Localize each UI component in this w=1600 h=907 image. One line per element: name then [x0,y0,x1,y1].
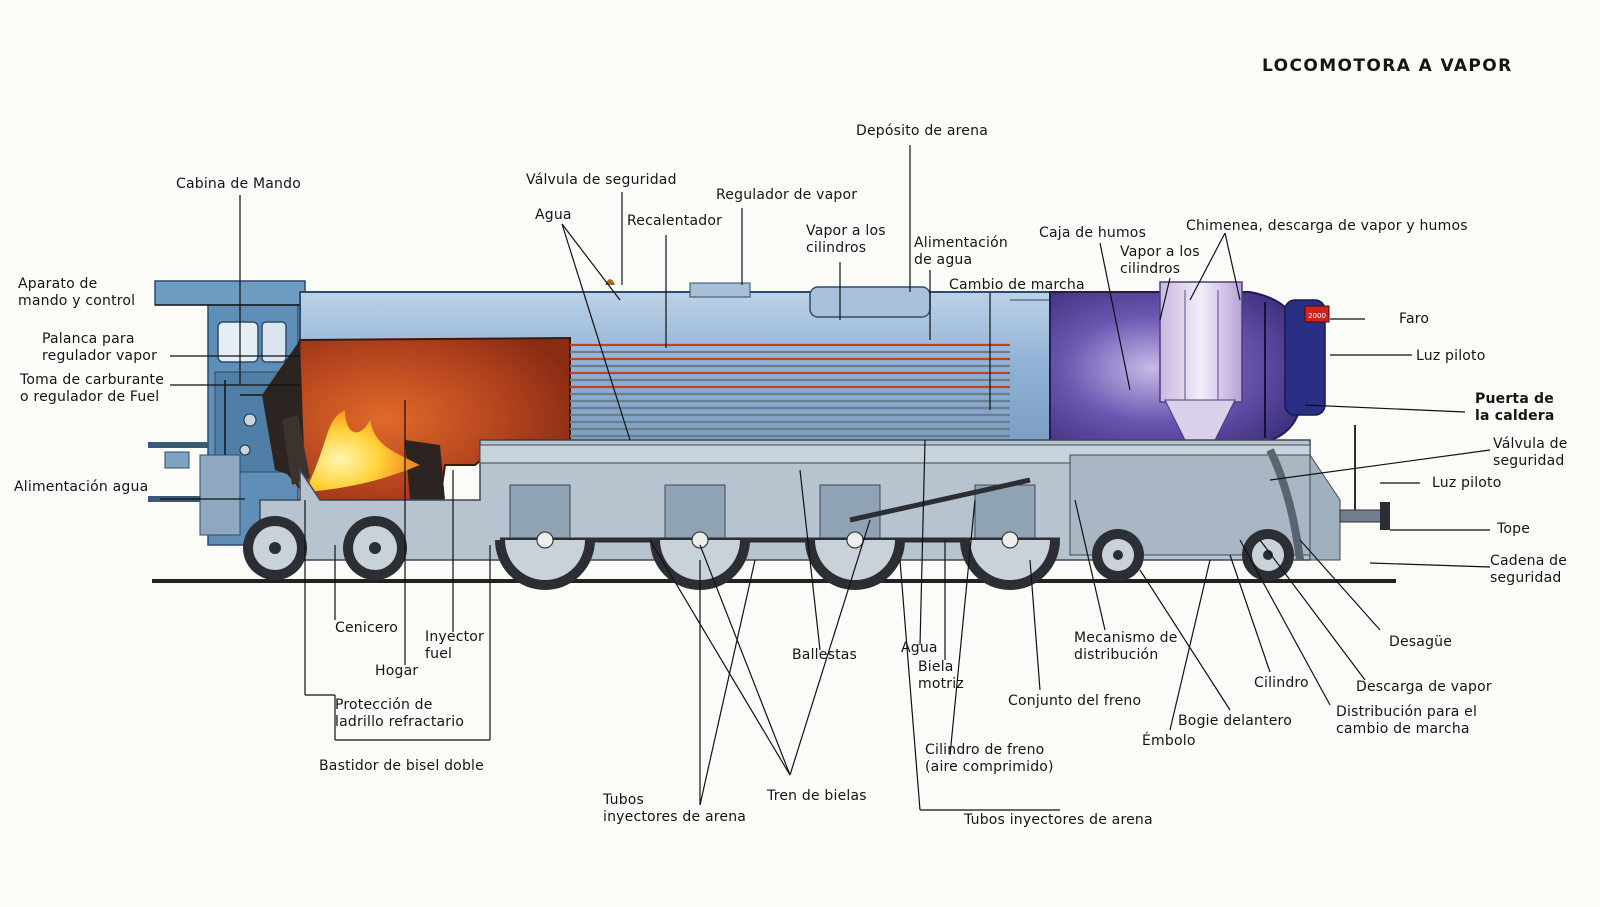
driving-wheel [960,540,1060,590]
label-bastidor: Bastidor de bisel doble [319,758,484,774]
label-desague: Desagüe [1389,634,1453,650]
label-deposito: Depósito de arena [856,123,988,139]
label-cilindro: Cilindro [1254,675,1309,691]
leader-lines [155,145,1491,811]
label-faro: Faro [1399,311,1430,327]
label-chimenea: Chimenea, descarga de vapor y humos [1186,218,1468,234]
label-luz-piloto-1: Luz piloto [1416,348,1486,364]
label-vapor-cil-1: Vapor a los cilindros [806,223,886,256]
firebox [262,336,571,501]
crank-pin [536,531,1019,549]
label-tren: Tren de bielas [767,788,867,804]
headlight-number: 2000 [1308,312,1326,320]
trailing-wheel [243,516,307,580]
wheels [243,516,1294,590]
flue-tubes [570,343,1010,438]
diagram-title: LOCOMOTORA A VAPOR [1262,56,1513,76]
label-tubos-right: Tubos inyectores de arena [964,812,1153,828]
label-cil-freno: Cilindro de freno (aire comprimido) [925,742,1054,775]
label-aparato: Aparato de mando y control [18,276,136,309]
label-caja: Caja de humos [1039,225,1147,241]
label-ballestas: Ballestas [792,647,858,663]
cab-window [217,321,259,363]
label-agua-bottom: Agua [901,640,938,656]
label-luz-piloto-2: Luz piloto [1432,475,1502,491]
label-inyector: Inyector fuel [425,629,485,662]
label-hogar: Hogar [375,663,419,679]
label-toma: Toma de carburante o regulador de Fuel [20,372,165,405]
label-valvula-seg-right: Válvula de seguridad [1493,436,1568,469]
label-palanca: Palanca para regulador vapor [42,331,158,364]
driving-wheel [805,540,905,590]
label-cenicero: Cenicero [335,620,399,636]
label-embolo: Émbolo [1142,733,1196,749]
label-mecanismo: Mecanismo de distribución [1074,630,1178,663]
label-conjunto: Conjunto del freno [1008,693,1142,709]
trailing-wheel [343,516,407,580]
label-distribucion: Distribución para el cambio de marcha [1336,704,1478,737]
label-vapor-cil-2: Vapor a los cilindros [1120,244,1200,277]
label-recalentador: Recalentador [627,213,723,229]
label-tubos-left: Tubos inyectores de arena [603,792,747,825]
label-biela: Biela motriz [918,659,964,692]
label-cabina: Cabina de Mando [176,176,301,192]
bogie-wheel [1242,529,1294,581]
label-agua-top: Agua [535,207,572,223]
label-regulador: Regulador de vapor [716,187,858,203]
chimney [1159,281,1243,461]
bogie-wheel [1092,529,1144,581]
flame [305,410,420,492]
label-descarga: Descarga de vapor [1356,679,1492,695]
label-cambio: Cambio de marcha [949,277,1085,293]
rail [152,579,1396,583]
label-tope: Tope [1497,521,1531,537]
driving-wheel [495,540,595,590]
label-bogie: Bogie delantero [1178,713,1292,729]
label-valvula-seg-top: Válvula de seguridad [526,172,677,188]
label-puerta: Puerta de la caldera [1475,391,1555,424]
label-cadena: Cadena de seguridad [1490,553,1568,586]
label-proteccion: Protección de ladrillo refractario [335,697,465,730]
label-alim-agua-left: Alimentación agua [14,479,149,495]
label-alim-agua-top: Alimentación de agua [914,235,1008,268]
